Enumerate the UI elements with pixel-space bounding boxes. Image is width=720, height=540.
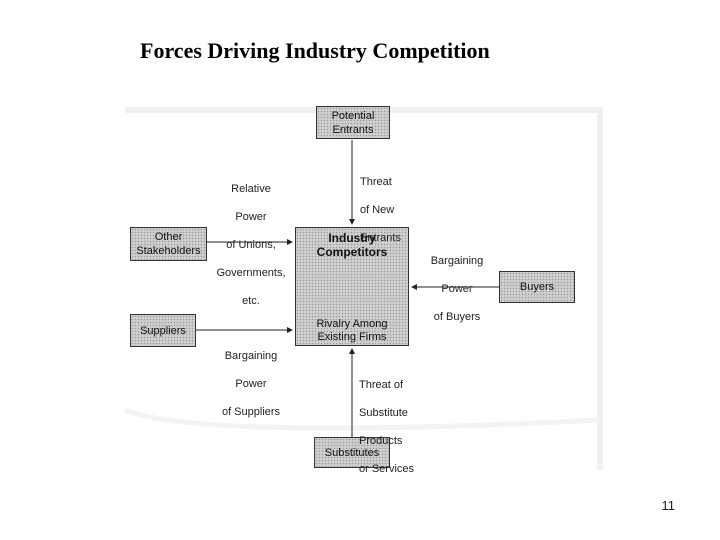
- threat-new-entrants-label: Threat of New Entrants: [360, 161, 430, 259]
- label-line: Bargaining: [224, 350, 278, 362]
- label-line: Relative: [231, 183, 271, 195]
- box-label-line: Potential: [331, 109, 375, 122]
- relative-power-label: Relative Power of Unions, Governments, e…: [205, 168, 297, 322]
- box-label-line: Other: [154, 231, 183, 243]
- label-line: of Buyers: [433, 311, 481, 323]
- label-line: etc.: [242, 295, 260, 307]
- label-line: of Suppliers: [221, 406, 281, 418]
- label-line: Threat: [360, 176, 392, 188]
- page-number: 11: [661, 498, 676, 513]
- label-line: Power: [235, 378, 267, 390]
- label-line: or Services: [359, 463, 415, 475]
- box-label-line: Substitutes: [324, 446, 380, 459]
- label-line: Power: [235, 211, 267, 223]
- box-label-line: Existing Firms: [317, 331, 387, 343]
- page-title: Forces Driving Industry Competition: [140, 38, 490, 63]
- label-line: Products: [359, 435, 403, 447]
- substitutes-box: Substitutes: [314, 437, 390, 468]
- label-line: Bargaining: [430, 255, 484, 267]
- box-label-line: Rivalry Among: [316, 318, 388, 330]
- label-line: Substitute: [359, 407, 408, 419]
- bargaining-power-buyers-label: Bargaining Power of Buyers: [420, 240, 494, 338]
- rivalry-label: Rivalry Among Existing Firms: [296, 318, 408, 344]
- potential-entrants-box: Potential Entrants: [316, 106, 390, 139]
- buyers-box: Buyers: [499, 271, 575, 303]
- label-line: Governments,: [216, 267, 286, 279]
- other-stakeholders-box: Other Stakeholders: [130, 227, 207, 261]
- bargaining-power-suppliers-label: Bargaining Power of Suppliers: [208, 335, 294, 433]
- label-line: of Unions,: [226, 239, 276, 251]
- box-label-line: Buyers: [519, 281, 555, 293]
- suppliers-box: Suppliers: [130, 314, 196, 347]
- box-label-line: Suppliers: [140, 324, 186, 337]
- threat-substitutes-label: Threat of Substitute Products or Service…: [359, 364, 433, 490]
- label-line: of New: [360, 204, 395, 216]
- industry-competitors-title: Industry Competitors: [296, 231, 408, 259]
- label-line: Threat of: [359, 379, 404, 391]
- box-label-line: Competitors: [316, 245, 388, 259]
- box-label-line: Entrants: [332, 123, 374, 136]
- label-line: Entrants: [360, 232, 401, 244]
- box-label-line: Stakeholders: [136, 245, 201, 257]
- label-line: Power: [441, 283, 473, 295]
- box-label-line: Industry: [328, 231, 376, 245]
- industry-competitors-box: Industry Competitors Rivalry Among Exist…: [295, 227, 409, 346]
